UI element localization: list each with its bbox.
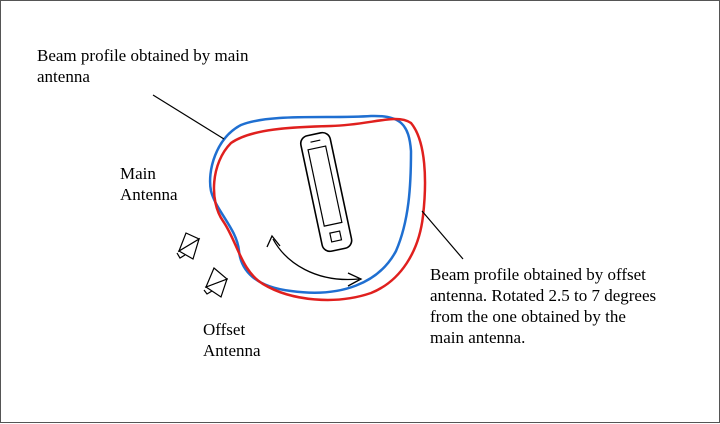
- offset-beam-profile: [212, 117, 427, 302]
- phone-icon: [299, 131, 353, 253]
- main-beam-leader-line: [152, 94, 225, 140]
- main-antenna-label: Main Antenna: [120, 164, 178, 204]
- offset-beam-label: Beam profile obtained by offset antenna.…: [430, 265, 657, 347]
- main-beam-label: Beam profile obtained by main antenna: [37, 46, 249, 86]
- offset-beam-leader-line: [421, 210, 464, 260]
- main-horn-antenna-icon: [176, 232, 201, 260]
- offset-antenna-label: Offset Antenna: [203, 320, 261, 360]
- offset-horn-antenna-icon: [203, 267, 229, 298]
- rotation-arrow-icon: [266, 234, 363, 287]
